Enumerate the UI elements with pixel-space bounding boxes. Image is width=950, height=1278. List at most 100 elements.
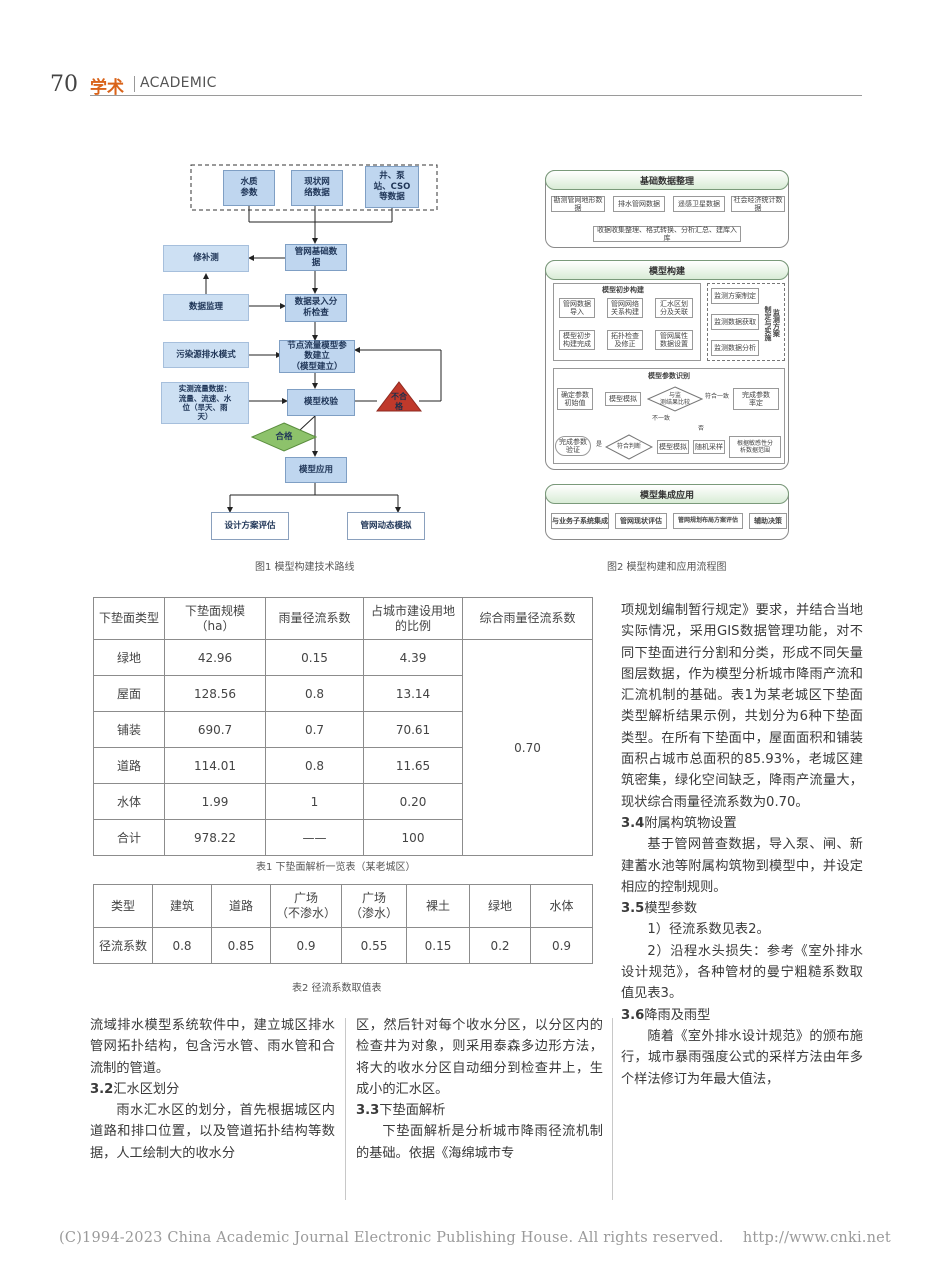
table-cell: 13.14 bbox=[363, 675, 463, 712]
table-row: 绿地 42.96 0.15 4.39 0.70 bbox=[93, 639, 593, 856]
section-heading: 3.6降雨及雨型 bbox=[621, 1005, 863, 1026]
table-cell: 0.15 bbox=[265, 639, 364, 676]
figure-1: 水质 参数 现状网 络数据 井、泵 站、CSO 等数据 管网基础数 据 修补测 … bbox=[155, 160, 455, 550]
fail-label: 不合 格 bbox=[391, 392, 407, 411]
table-cell: 0.20 bbox=[363, 783, 463, 820]
calib-done: 完成参数 率定 bbox=[733, 388, 779, 410]
column-divider bbox=[612, 1018, 613, 1200]
section-heading-text: 模型参数 bbox=[644, 901, 698, 917]
table-cell: 0.85 bbox=[211, 927, 271, 964]
table-cell: 0.8 bbox=[265, 747, 364, 784]
monitor-item-analyze: 监测数据分析 bbox=[711, 340, 759, 356]
calib-compare: 与监 测结果比较 bbox=[659, 391, 690, 406]
table-row: 径流系数 0.8 0.85 0.9 0.55 0.15 0.2 0.9 bbox=[93, 927, 593, 964]
monitor-frame bbox=[707, 283, 785, 361]
figure-2: 基础数据整理 勘测管网地形数据 排水管网数据 遥感卫星数据 社会经济统计数据 收… bbox=[543, 168, 793, 543]
calib-compare-diamond bbox=[647, 386, 703, 412]
table-cell: 11.65 bbox=[363, 747, 463, 784]
paragraph: 雨水汇水区的划分，首先根据城区内道路和排口位置，以及管道拓扑结构等数据，人工绘制… bbox=[90, 1103, 335, 1161]
table-1-header: 综合雨量径流系数 bbox=[462, 597, 593, 640]
table-cell: 128.56 bbox=[164, 675, 266, 712]
paragraph: 区，然后针对每个收水分区，以分区内的检查井为对象，则采用泰森多边形方法，将大的收… bbox=[356, 1018, 603, 1097]
table-cell: 4.39 bbox=[363, 639, 463, 676]
monitor-title: 监测方案 制定与实施 bbox=[764, 305, 781, 341]
section-heading: 3.4附属构筑物设置 bbox=[621, 813, 863, 834]
section-heading: 3.2汇水区划分 bbox=[90, 1079, 335, 1100]
table-1-header: 下垫面类型 bbox=[93, 597, 165, 640]
section-model-build: 模型构建 bbox=[545, 260, 789, 280]
calib-sensitivity: 根据敏感性分 析数据范围 bbox=[729, 436, 781, 458]
table-cell: 铺装 bbox=[93, 711, 165, 748]
table-cell: 70.61 bbox=[363, 711, 463, 748]
table-2-caption: 表2 径流系数取值表 bbox=[292, 983, 382, 994]
flow-model-validation: 模型校验 bbox=[287, 389, 355, 416]
table-2-header: 绿地 bbox=[469, 884, 531, 928]
calibration-title: 模型参数识别 bbox=[648, 371, 690, 380]
pass-diamond bbox=[251, 422, 317, 452]
paragraph: 项规划编制暂行规定》要求，并结合当地实际情况，采用GIS数据管理功能，对不同下垫… bbox=[621, 603, 863, 810]
table-cell: 径流系数 bbox=[93, 927, 153, 964]
calib-judge: 符合判断 bbox=[616, 443, 641, 451]
table-2-header: 广场 （不渗水） bbox=[270, 884, 342, 928]
monitor-item-acquire: 监测数据获取 bbox=[711, 314, 759, 330]
section-title-en: ACADEMIC bbox=[140, 75, 217, 91]
data-merge-step: 收据收集整理、格式转换、分析汇总、建库入库 bbox=[593, 226, 741, 242]
side-pollution-mode: 污染源排水模式 bbox=[163, 342, 249, 368]
text-column-middle: 区，然后针对每个收水分区，以分区内的检查井为对象，则采用泰森多边形方法，将大的收… bbox=[356, 1015, 603, 1164]
calib-random-sample: 随机采样 bbox=[693, 440, 725, 454]
section-number: 3.6 bbox=[621, 1007, 645, 1023]
table-2-header-row: 类型 建筑 道路 广场 （不渗水） 广场 （渗水） 裸土 绿地 水体 bbox=[93, 884, 593, 928]
table-cell: 0.7 bbox=[265, 711, 364, 748]
section-number: 3.4 bbox=[621, 815, 645, 831]
paragraph: 基于管网普查数据，导入泵、闸、新建蓄水池等附属构筑物到模型中，并设定相应的控制规… bbox=[621, 837, 863, 895]
column-divider bbox=[345, 1018, 346, 1200]
table-cell: —— bbox=[265, 819, 364, 856]
table-cell: 42.96 bbox=[164, 639, 266, 676]
table-cell: 0.2 bbox=[469, 927, 531, 964]
table-1-header-row: 下垫面类型 下垫面规模 （ha） 雨量径流系数 占城市建设用地 的比例 综合雨量… bbox=[93, 597, 593, 640]
flow-model-build: 节点流量模型参 数建立 （模型建立） bbox=[279, 340, 355, 373]
data-item-terrain: 勘测管网地形数据 bbox=[551, 196, 605, 212]
copyright-notice: (C)1994-2023 China Academic Journal Elec… bbox=[59, 1230, 891, 1246]
paragraph: 下垫面解析是分析城市降雨径流机制的基础。依据《海绵城市专 bbox=[356, 1124, 603, 1161]
header-separator bbox=[134, 76, 135, 92]
table-cell: 0.55 bbox=[341, 927, 407, 964]
pass-label: 合格 bbox=[275, 431, 293, 442]
table-1: 下垫面类型 下垫面规模 （ha） 雨量径流系数 占城市建设用地 的比例 综合雨量… bbox=[93, 597, 593, 856]
build-item-import: 管网数据 导入 bbox=[559, 298, 595, 318]
table-1-header: 下垫面规模 （ha） bbox=[164, 597, 266, 640]
table-cell: 114.01 bbox=[164, 747, 266, 784]
paragraph: 随着《室外排水设计规范》的颁布施行，城市暴雨强度公式的采样方法由年多个样法修订为… bbox=[621, 1028, 863, 1087]
build-item-network: 管网网络 关系构建 bbox=[607, 298, 643, 318]
input-network-data: 现状网 络数据 bbox=[291, 170, 343, 206]
section-heading-text: 附属构筑物设置 bbox=[644, 815, 737, 831]
section-number: 3.2 bbox=[90, 1081, 114, 1097]
table-cell: 屋面 bbox=[93, 675, 165, 712]
section-heading-text: 汇水区划分 bbox=[113, 1081, 180, 1097]
section-title-cn: 学术 bbox=[90, 78, 124, 98]
table-2: 类型 建筑 道路 广场 （不渗水） 广场 （渗水） 裸土 绿地 水体 径流系数 … bbox=[93, 884, 593, 964]
calib-simulate-2: 模型模拟 bbox=[657, 440, 689, 454]
table-1-header: 雨量径流系数 bbox=[265, 597, 364, 640]
monitor-item-plan: 监测方案制定 bbox=[711, 288, 759, 304]
table-2-header: 道路 bbox=[211, 884, 271, 928]
table-cell: 1 bbox=[265, 783, 364, 820]
table-cell: 道路 bbox=[93, 747, 165, 784]
table-cell: 0.8 bbox=[265, 675, 364, 712]
section-number: 3.3 bbox=[356, 1103, 380, 1119]
app-item-assessment: 管网现状评估 bbox=[615, 513, 667, 529]
table-cell: 100 bbox=[363, 819, 463, 856]
initial-build-frame bbox=[553, 283, 701, 361]
table-2-header: 类型 bbox=[93, 884, 153, 928]
section-heading-text: 下垫面解析 bbox=[379, 1103, 446, 1119]
build-item-topology: 拓扑检查 及修正 bbox=[607, 330, 643, 350]
table-cell: 0.9 bbox=[530, 927, 593, 964]
table-cell: 0.9 bbox=[270, 927, 342, 964]
calib-judge-diamond bbox=[605, 434, 653, 460]
build-item-catchment: 汇水区划 分及关联 bbox=[655, 298, 693, 318]
calib-label-no: 否 bbox=[697, 425, 704, 433]
table-1-caption: 表1 下垫面解析一览表（某老城区） bbox=[256, 862, 416, 873]
table-2-header: 水体 bbox=[530, 884, 593, 928]
initial-build-title: 模型初步构建 bbox=[602, 285, 644, 294]
table-2-header: 建筑 bbox=[152, 884, 212, 928]
